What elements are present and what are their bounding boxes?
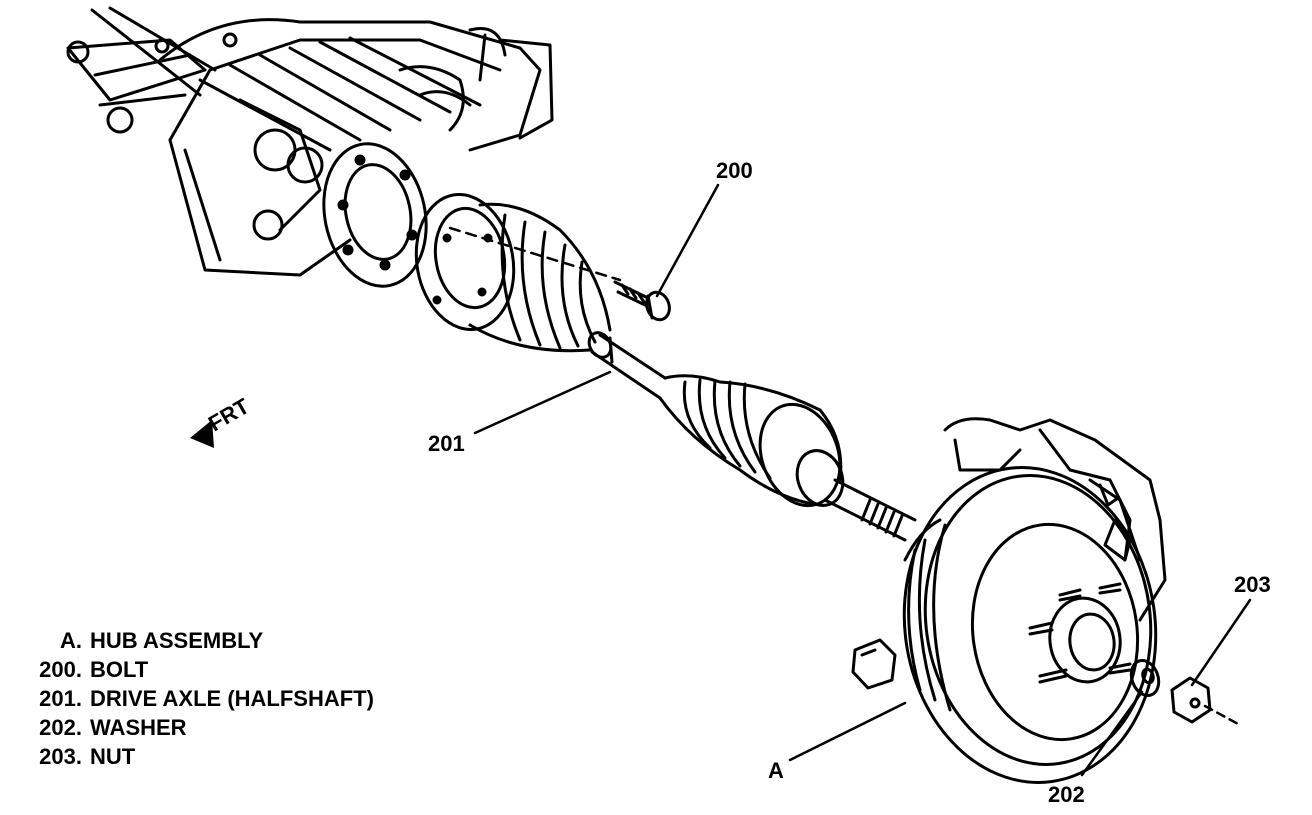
legend-text: DRIVE AXLE (HALFSHAFT) bbox=[90, 686, 374, 711]
washer-202 bbox=[1129, 659, 1161, 697]
legend-id: 201. bbox=[39, 686, 82, 711]
legend-item: 202. WASHER bbox=[18, 713, 374, 742]
legend-item: 200. BOLT bbox=[18, 655, 374, 684]
legend-item: A. HUB ASSEMBLY bbox=[18, 626, 374, 655]
leader-203 bbox=[1190, 598, 1252, 687]
legend-text: NUT bbox=[90, 744, 136, 769]
inner-cv-joint bbox=[414, 193, 612, 353]
leader-lines bbox=[473, 183, 1252, 777]
callout-202: 202 bbox=[1048, 782, 1085, 807]
legend-text: BOLT bbox=[90, 657, 149, 682]
outer-cv-joint bbox=[658, 374, 845, 508]
legend-id: A. bbox=[60, 628, 82, 653]
frt-arrow-icon bbox=[190, 420, 214, 448]
callout-203: 203 bbox=[1234, 572, 1271, 597]
legend-id: 203. bbox=[39, 744, 82, 769]
leader-202 bbox=[1080, 690, 1144, 777]
output-flange bbox=[322, 142, 428, 288]
legend-id: 202. bbox=[39, 715, 82, 740]
outer-shaft-splines bbox=[823, 478, 917, 542]
axle-shaft bbox=[587, 331, 667, 400]
bolt-200 bbox=[448, 226, 671, 322]
legend-id: 200. bbox=[39, 657, 82, 682]
differential-housing bbox=[66, 6, 554, 277]
callout-a: A bbox=[768, 758, 784, 783]
lower-nut bbox=[851, 638, 897, 690]
parts-legend: A. HUB ASSEMBLY 200. BOLT 201. DRIVE AXLE (… bbox=[18, 626, 374, 771]
leader-201 bbox=[473, 370, 612, 435]
legend-item: 203. NUT bbox=[18, 742, 374, 771]
legend-text: WASHER bbox=[90, 715, 187, 740]
nut-203 bbox=[1170, 676, 1242, 727]
legend-text: HUB ASSEMBLY bbox=[90, 628, 264, 653]
legend-item: 201. DRIVE AXLE (HALFSHAFT) bbox=[18, 684, 374, 713]
callout-201: 201 bbox=[428, 431, 465, 456]
hub-assembly bbox=[902, 417, 1167, 784]
callout-200: 200 bbox=[716, 158, 753, 183]
front-direction-arrow: FRT bbox=[190, 393, 254, 448]
leader-a bbox=[788, 701, 907, 762]
leader-200 bbox=[655, 183, 720, 298]
